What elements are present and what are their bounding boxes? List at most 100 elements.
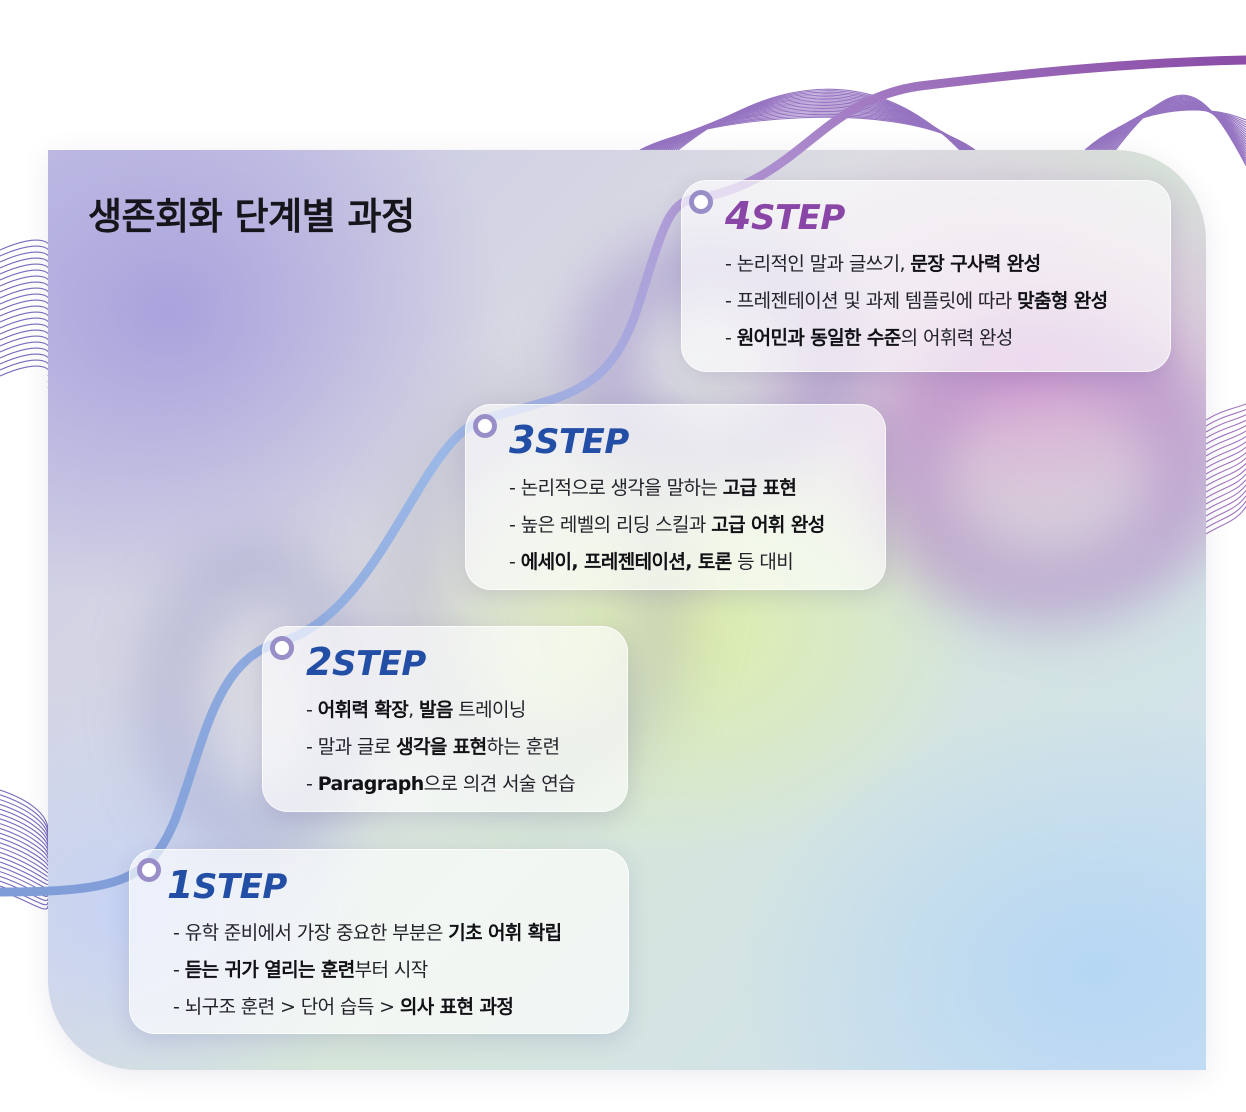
item-text: - 말과 글로 xyxy=(306,736,397,758)
item-text: 으로 의견 서술 연습 xyxy=(423,773,576,795)
wave-line xyxy=(0,823,49,856)
item-text: - 뇌구조 훈련 > 단어 습득 > xyxy=(173,996,400,1018)
item-text: 트레이닝 xyxy=(452,699,526,721)
step-card-4: 4STEP - 논리적인 말과 글쓰기, 문장 구사력 완성- 프레젠테이션 및… xyxy=(681,180,1171,372)
step-title-4: 4STEP xyxy=(725,196,1171,238)
wave-line xyxy=(1108,98,1246,157)
wave-line xyxy=(0,856,49,881)
step-item: - 에세이, 프레젠테이션, 토론 등 대비 xyxy=(509,544,886,581)
wave-line xyxy=(0,851,49,878)
item-text: , xyxy=(408,699,420,721)
wave-line xyxy=(1205,463,1246,487)
step-item: - 프레젠테이션 및 과제 템플릿에 따라 맞춤형 완성 xyxy=(725,283,1171,320)
step-item: - Paragraph으로 의견 서술 연습 xyxy=(306,766,628,803)
progress-curve xyxy=(0,55,1246,897)
item-text: - xyxy=(173,959,185,981)
wave-line xyxy=(0,842,49,870)
wave-line xyxy=(1205,425,1246,445)
wave-line xyxy=(677,88,961,151)
wave-line xyxy=(0,808,49,845)
wave-line xyxy=(1100,102,1246,151)
wave-line xyxy=(0,799,49,838)
wave-line xyxy=(0,832,49,863)
wave-line xyxy=(1205,446,1246,469)
step-label: STEP xyxy=(534,422,629,462)
wave-line xyxy=(1098,103,1246,151)
step-item: - 원어민과 동일한 수준의 어휘력 완성 xyxy=(725,320,1171,357)
step-item: - 말과 글로 생각을 표현하는 훈련 xyxy=(306,729,628,766)
step-number: 4 xyxy=(725,194,751,238)
wave-line xyxy=(1110,97,1246,159)
wave-line xyxy=(1205,430,1246,451)
step-number: 2 xyxy=(306,640,332,684)
item-text: - xyxy=(306,773,318,795)
step-number: 1 xyxy=(167,863,193,907)
highlight-text: 발음 xyxy=(419,699,453,721)
wave-line xyxy=(1097,104,1246,151)
highlight-text: Paragraph xyxy=(317,773,425,795)
wave-line xyxy=(1205,495,1246,523)
wave-line xyxy=(0,813,49,849)
item-text: 하는 훈련 xyxy=(486,736,561,758)
step-marker-dot xyxy=(137,858,161,882)
highlight-text: 의사 표현 과정 xyxy=(399,996,514,1018)
wave-line xyxy=(0,880,49,901)
wave-line xyxy=(1103,101,1246,151)
step-marker-dot xyxy=(689,190,713,214)
top-wave-lines xyxy=(639,88,1246,166)
right-wave-lines xyxy=(1205,403,1246,535)
wave-line xyxy=(1205,479,1246,505)
wave-line xyxy=(0,861,49,885)
wave-line xyxy=(1205,419,1246,439)
wave-line xyxy=(0,789,49,831)
item-text: 부터 시작 xyxy=(354,959,429,981)
wave-line xyxy=(1205,473,1246,499)
highlight-text: 고급 표현 xyxy=(722,477,797,499)
item-text: - xyxy=(725,327,737,349)
item-text: 의 어휘력 완성 xyxy=(900,327,1014,349)
wave-line xyxy=(1205,468,1246,493)
wave-line xyxy=(1106,99,1246,154)
page-title: 생존회화 단계별 과정 xyxy=(88,195,415,238)
step-item: - 뇌구조 훈련 > 단어 습득 > 의사 표현 과정 xyxy=(173,989,629,1026)
wave-line xyxy=(0,794,49,834)
step-marker-dot xyxy=(270,636,294,660)
item-text: - 높은 레벨의 리딩 스킬과 xyxy=(509,514,712,536)
wave-line xyxy=(1205,441,1246,463)
step-item-list: - 유학 준비에서 가장 중요한 부분은 기초 어휘 확립- 듣는 귀가 열리는… xyxy=(173,915,629,1026)
step-item: - 어휘력 확장, 발음 트레이닝 xyxy=(306,692,628,729)
wave-line xyxy=(1105,100,1246,152)
highlight-text: 어휘력 확장 xyxy=(317,699,409,721)
wave-line xyxy=(1205,484,1246,511)
wave-line xyxy=(1114,94,1246,166)
wave-line xyxy=(0,837,49,867)
wave-line xyxy=(1205,435,1246,457)
step-item: - 유학 준비에서 가장 중요한 부분은 기초 어휘 확립 xyxy=(173,915,629,952)
item-text: - xyxy=(509,551,521,573)
wave-line xyxy=(1095,105,1246,151)
wave-line xyxy=(0,827,49,859)
item-text: - 논리적으로 생각을 말하는 xyxy=(509,477,723,499)
highlight-text: 원어민과 동일한 수준 xyxy=(736,327,902,349)
highlight-text: 맞춤형 완성 xyxy=(1017,290,1108,312)
wave-line xyxy=(1205,490,1246,517)
wave-line xyxy=(1205,414,1246,433)
step-item: - 높은 레벨의 리딩 스킬과 고급 어휘 완성 xyxy=(509,507,886,544)
item-text: 등 대비 xyxy=(731,551,794,573)
step-title-1: 1STEP xyxy=(167,865,629,907)
step-label: STEP xyxy=(192,867,287,907)
item-text: - 프레젠테이션 및 과제 템플릿에 따라 xyxy=(725,290,1018,312)
item-text: - 논리적인 말과 글쓰기, xyxy=(725,253,911,275)
step-card-2: 2STEP - 어휘력 확장, 발음 트레이닝- 말과 글로 생각을 표현하는 … xyxy=(262,626,628,812)
step-label: STEP xyxy=(331,644,426,684)
wave-line xyxy=(1205,500,1246,529)
step-card-1: 1STEP - 유학 준비에서 가장 중요한 부분은 기초 어휘 확립- 듣는 … xyxy=(129,849,629,1034)
step-number: 3 xyxy=(509,418,535,462)
step-item: - 듣는 귀가 열리는 훈련부터 시작 xyxy=(173,952,629,989)
highlight-text: 기초 어휘 확립 xyxy=(448,922,562,944)
wave-line xyxy=(1205,457,1246,481)
item-text: - 유학 준비에서 가장 중요한 부분은 xyxy=(173,922,449,944)
highlight-text: 듣는 귀가 열리는 훈련 xyxy=(184,959,356,981)
step-item-list: - 논리적으로 생각을 말하는 고급 표현 - 높은 레벨의 리딩 스킬과 고급 … xyxy=(509,470,886,581)
